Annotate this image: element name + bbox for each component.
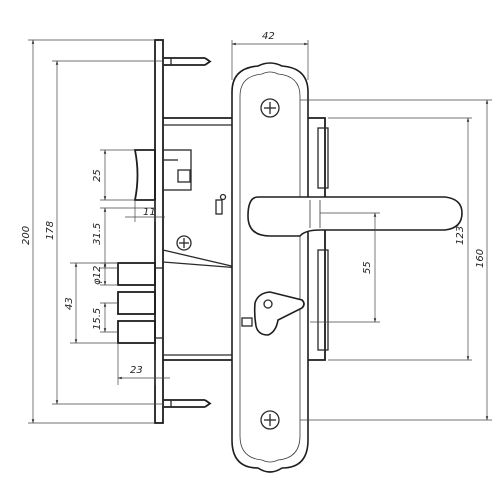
- deadbolt-lower: [117, 320, 156, 344]
- dim-bolt-throw: 23: [130, 365, 143, 376]
- mounting-screw-bottom: [162, 399, 212, 408]
- dim-bolt-block: 43: [64, 297, 75, 310]
- dim-spindle-lower: 55: [362, 261, 373, 274]
- dimension-lines: [28, 39, 492, 424]
- dim-latch-height: 25: [92, 169, 103, 182]
- plate-screw-top-icon: [260, 98, 280, 118]
- dim-total-height: 200: [21, 226, 32, 245]
- faceplate: [154, 39, 164, 424]
- escutcheon-plate: [231, 62, 309, 473]
- body-screw-icon: [176, 235, 192, 251]
- dim-top-width: 42: [262, 31, 275, 42]
- dim-bolt-pitch: 15.5: [92, 308, 103, 330]
- dim-height-123: 123: [455, 226, 466, 245]
- latch-bolt: [133, 149, 156, 201]
- dim-spindle-square: φ12: [92, 266, 103, 285]
- dim-height-160: 160: [475, 249, 486, 268]
- dimension-labels: 42 200 178 123 160 55 25 11 31.5 φ12 43 …: [21, 31, 486, 376]
- lever-handle: [247, 196, 463, 237]
- dim-screw-spacing: 178: [45, 221, 56, 240]
- mounting-screw-top: [162, 57, 212, 66]
- dim-latch-depth: 11: [143, 207, 156, 218]
- dim-backset: 31.5: [92, 223, 103, 245]
- deadbolt-middle: [117, 291, 156, 315]
- thumb-turn: [241, 291, 305, 336]
- deadbolt-upper: [117, 262, 156, 286]
- plate-screw-bottom-icon: [260, 410, 280, 430]
